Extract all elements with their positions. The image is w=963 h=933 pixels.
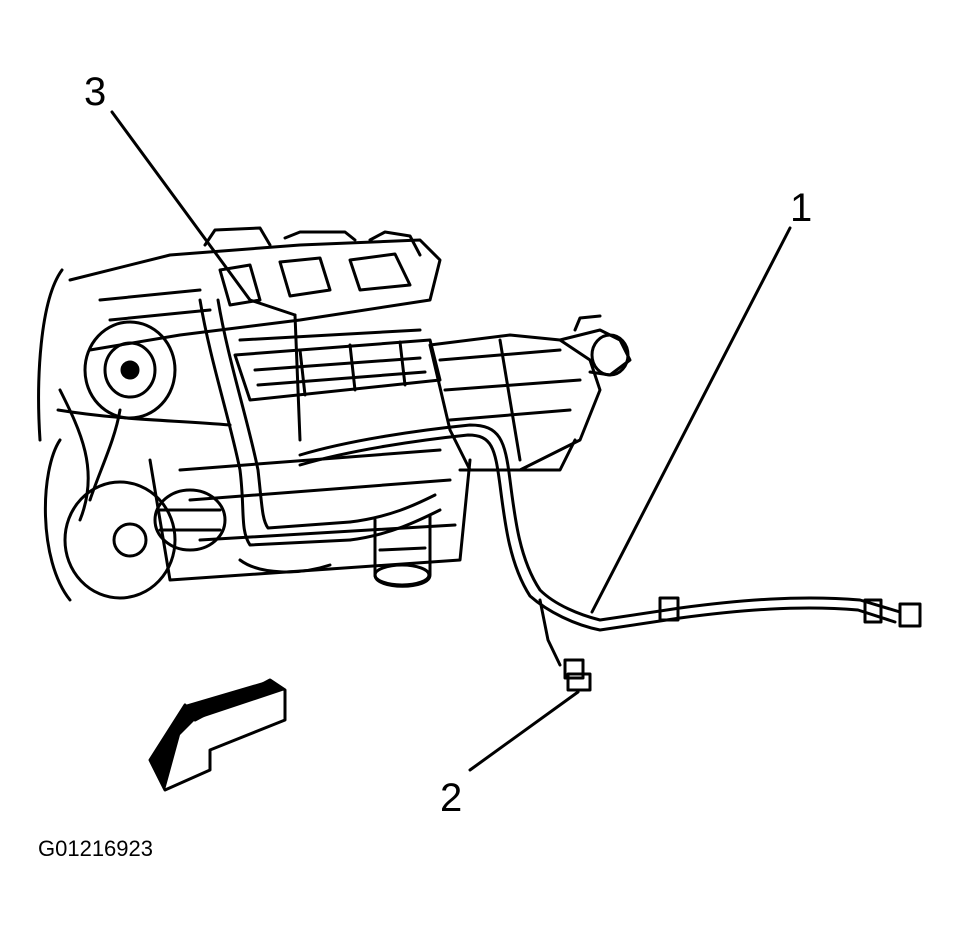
tail-housing	[558, 314, 632, 377]
leader-line-3	[110, 110, 252, 302]
oil-filter	[373, 513, 432, 588]
front-direction-arrow	[148, 678, 287, 792]
engine-block	[37, 226, 472, 602]
callout-label-3: 3	[84, 70, 107, 114]
alternator	[153, 488, 227, 552]
transmission	[428, 314, 632, 472]
cooler-line	[298, 423, 922, 632]
engine-lower-block	[148, 448, 472, 582]
figure-id: G01216923	[38, 836, 153, 861]
leader-line-2	[468, 690, 580, 772]
leader-line-1	[590, 226, 792, 614]
front-pulley-group	[37, 268, 232, 602]
intake-manifold	[68, 226, 442, 352]
leader-line-3a	[248, 298, 297, 317]
bracket-bolt	[538, 598, 592, 692]
valve-cover	[233, 338, 442, 402]
callout-label-1: 1	[790, 186, 813, 230]
callout-label-2: 2	[440, 776, 463, 820]
radiator-hose	[198, 298, 442, 547]
leader-line-3b	[293, 313, 302, 442]
